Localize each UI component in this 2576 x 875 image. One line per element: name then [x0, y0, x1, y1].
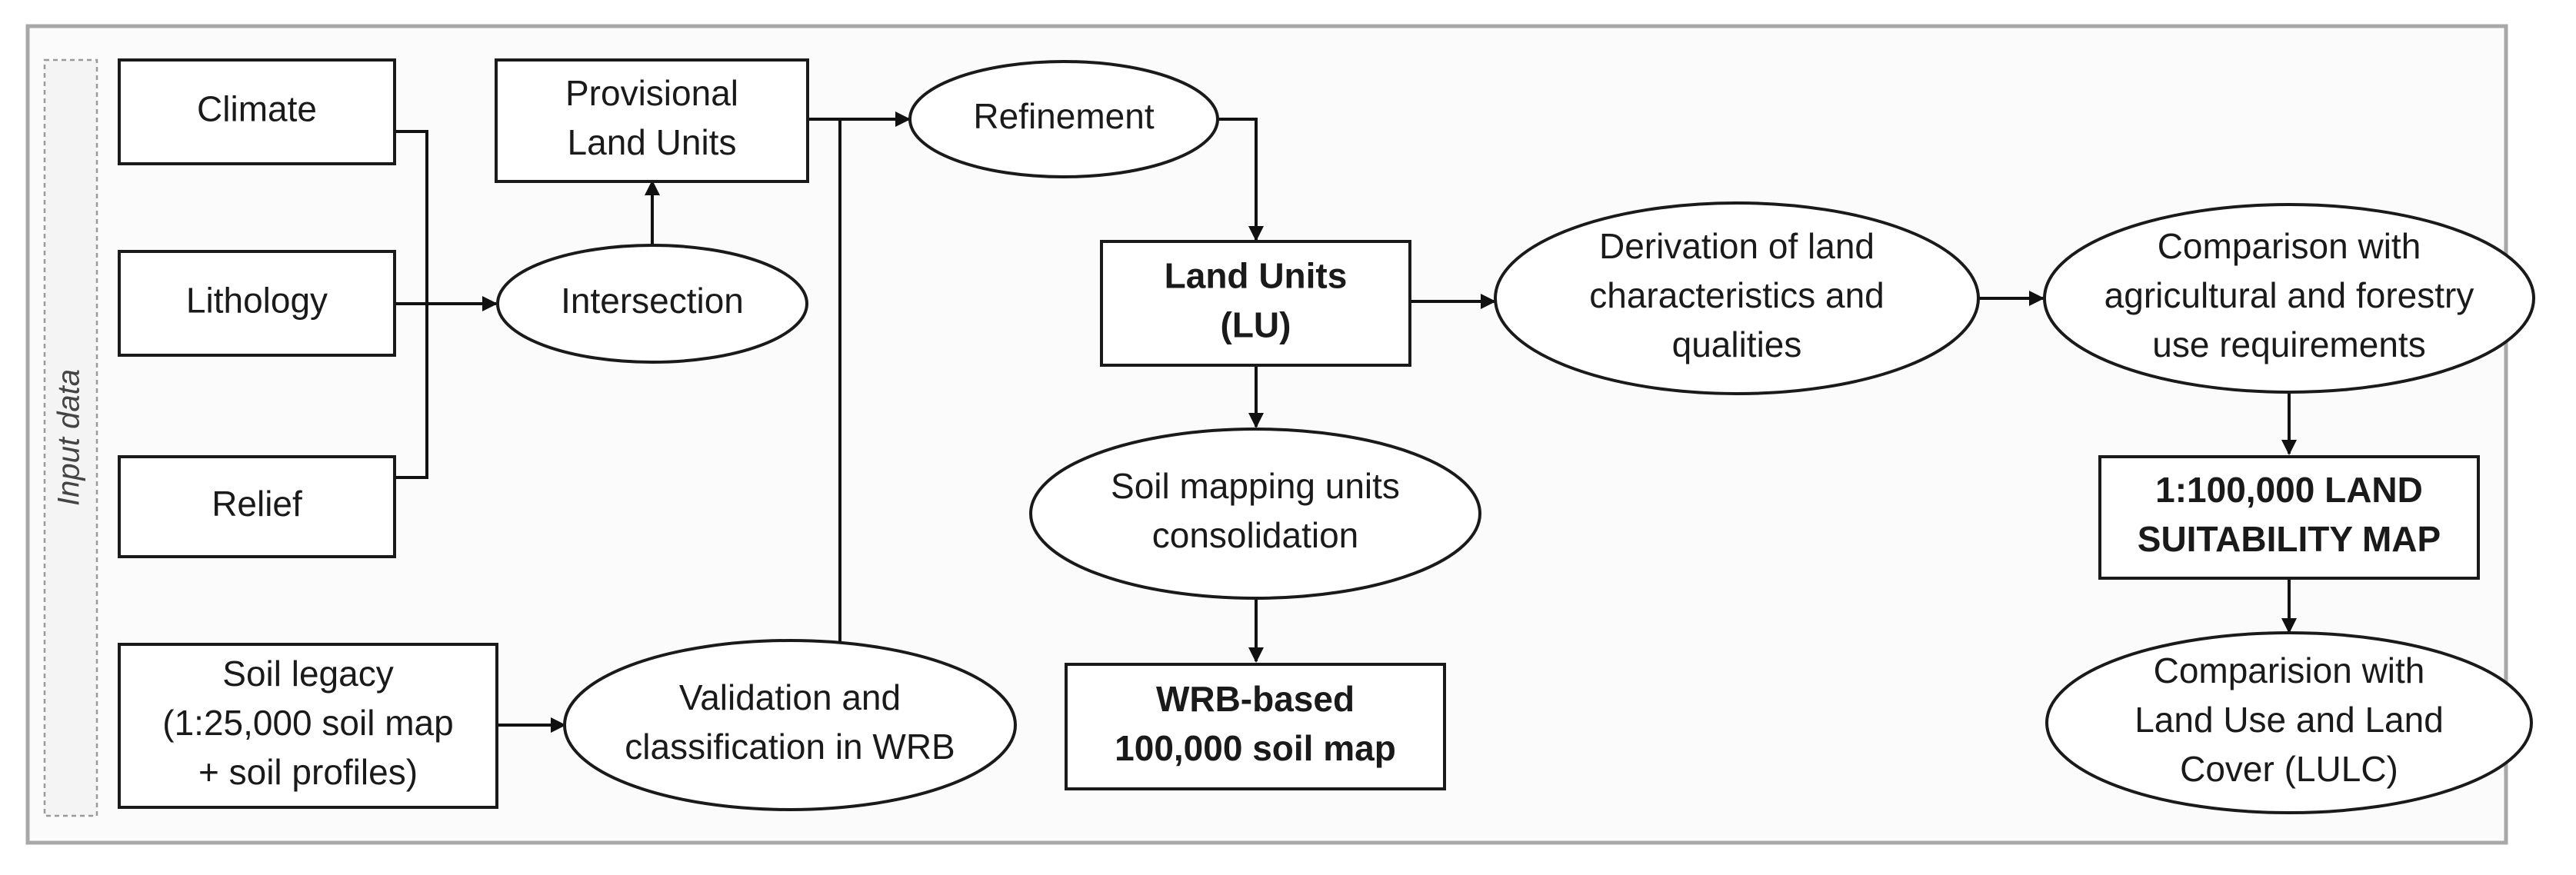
node-label-line: Land Use and Land: [2134, 700, 2444, 740]
node-label-line: Cover (LULC): [2180, 749, 2398, 789]
node-label-line: Derivation of land: [1599, 226, 1875, 266]
node-label-line: SUITABILITY MAP: [2138, 519, 2441, 559]
node-label-line: WRB-based: [1156, 679, 1355, 719]
node-label-line: characteristics and: [1589, 275, 1885, 315]
node-comparison-agri: Comparison with agricultural and forestry…: [2043, 203, 2535, 394]
connectors: [395, 111, 2297, 733]
node-label-line: Comparison with: [2158, 226, 2421, 266]
node-label-line: Validation and: [679, 677, 901, 717]
svg-text:Soil legacy(1:25,000 soil map+: Soil legacy (1:25,000 soil map + soil prof…: [162, 654, 453, 792]
node-validation: Validation and classification in WRB: [563, 639, 1017, 811]
svg-text:Land Units(LU): Land Units (LU): [1165, 256, 1348, 345]
node-derivation: Derivation of land characteristics and qua…: [1494, 201, 1980, 395]
node-label-line: Land Units: [568, 122, 737, 162]
node-label-line: + soil profiles): [198, 752, 418, 792]
node-climate: Climate: [118, 58, 396, 165]
svg-text:Intersection: Intersection: [561, 281, 744, 321]
svg-text:Lithology: Lithology: [186, 281, 328, 321]
node-label-line: use requirements: [2152, 324, 2425, 364]
node-label-line: classification in WRB: [625, 727, 955, 767]
arrow-refinement-to-land-units: [1218, 118, 1264, 241]
node-label-line: Relief: [212, 484, 302, 524]
node-label-line: Land Units: [1165, 256, 1348, 296]
node-land-units: Land Units (LU): [1100, 240, 1411, 367]
node-label-line: Soil mapping units: [1111, 466, 1400, 506]
input-data-label: Input data: [52, 369, 86, 506]
node-relief: Relief: [118, 455, 396, 558]
node-wrb-map: WRB-based 100,000 soil map: [1065, 663, 1446, 790]
node-label-line: qualities: [1672, 324, 1802, 364]
node-label-line: Soil legacy: [222, 654, 393, 694]
node-label-line: Lithology: [186, 281, 328, 321]
node-label-line: consolidation: [1152, 515, 1359, 555]
node-label-line: 1:100,000 LAND: [2155, 470, 2423, 510]
svg-text:Climate: Climate: [197, 89, 317, 129]
node-label-line: 100,000 soil map: [1115, 728, 1396, 768]
node-soil-mapping: Soil mapping units consolidation: [1029, 428, 1481, 600]
input-data-panel: Input data: [43, 58, 98, 817]
node-label-line: Provisional: [565, 73, 738, 113]
node-lithology: Lithology: [118, 250, 396, 357]
node-label-line: Intersection: [561, 281, 744, 321]
node-label-line: Refinement: [973, 96, 1154, 136]
node-label-line: agricultural and forestry: [2104, 275, 2474, 315]
node-label-line: (1:25,000 soil map: [162, 703, 453, 743]
svg-text:Refinement: Refinement: [973, 96, 1154, 136]
node-soil-legacy: Soil legacy (1:25,000 soil map + soil prof…: [118, 643, 498, 809]
node-suitability-map: 1:100,000 LAND SUITABILITY MAP: [2098, 455, 2480, 580]
node-label-line: (LU): [1221, 305, 1291, 345]
node-refinement: Refinement: [908, 60, 1219, 178]
svg-text:Relief: Relief: [212, 484, 302, 524]
node-intersection: Intersection: [496, 244, 808, 364]
node-label-line: Comparision with: [2154, 650, 2425, 690]
node-label-line: Climate: [197, 89, 317, 129]
input-data-bar: [43, 58, 98, 817]
